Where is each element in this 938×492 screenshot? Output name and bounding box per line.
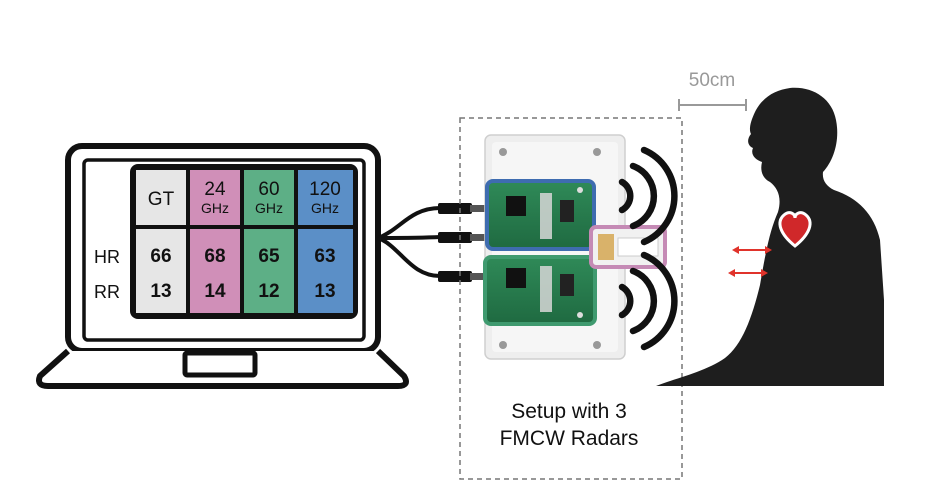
col-bg-120ghz — [298, 170, 353, 313]
setup-caption-line1: Setup with 3 — [511, 400, 627, 423]
col-header-gt: GT — [148, 189, 175, 210]
hr-gt-value: 66 — [150, 246, 171, 267]
rr-120ghz-value: 13 — [314, 281, 335, 302]
distance-marker — [678, 99, 747, 111]
row-label-hr: HR — [94, 247, 120, 267]
rr-60ghz-value: 12 — [258, 281, 279, 302]
setup-caption-line2: FMCW Radars — [500, 427, 639, 450]
radar-board-120ghz — [485, 179, 596, 251]
hr-120ghz-value: 63 — [314, 246, 335, 267]
heart-icon — [778, 211, 812, 248]
hr-60ghz-value: 65 — [258, 246, 280, 267]
signal-waves-icon-lower — [618, 251, 678, 351]
results-table: GT 24 GHz 60 GHz 120 GHz 66 68 65 63 13 … — [130, 164, 358, 319]
rr-gt-value: 13 — [150, 281, 171, 302]
col-unit-120: GHz — [311, 200, 339, 216]
col-bg-60ghz — [244, 170, 294, 313]
col-bg-gt — [136, 170, 186, 313]
col-unit-60: GHz — [255, 200, 283, 216]
distance-label: 50cm — [689, 70, 735, 91]
col-header-24: 24 — [204, 179, 226, 200]
row-label-rr: RR — [94, 282, 120, 302]
col-header-120: 120 — [309, 179, 341, 200]
cable-connectors — [438, 203, 486, 282]
person-silhouette — [656, 87, 884, 386]
hr-24ghz-value: 68 — [204, 246, 225, 267]
cable-icon — [377, 206, 441, 278]
motion-arrows — [728, 246, 772, 277]
col-unit-24: GHz — [201, 200, 229, 216]
signal-waves-icon — [618, 146, 678, 246]
rr-24ghz-value: 14 — [204, 281, 226, 302]
col-header-60: 60 — [258, 179, 279, 200]
col-bg-24ghz — [190, 170, 240, 313]
setup-frame — [459, 117, 683, 480]
radar-board-60ghz — [483, 255, 597, 326]
